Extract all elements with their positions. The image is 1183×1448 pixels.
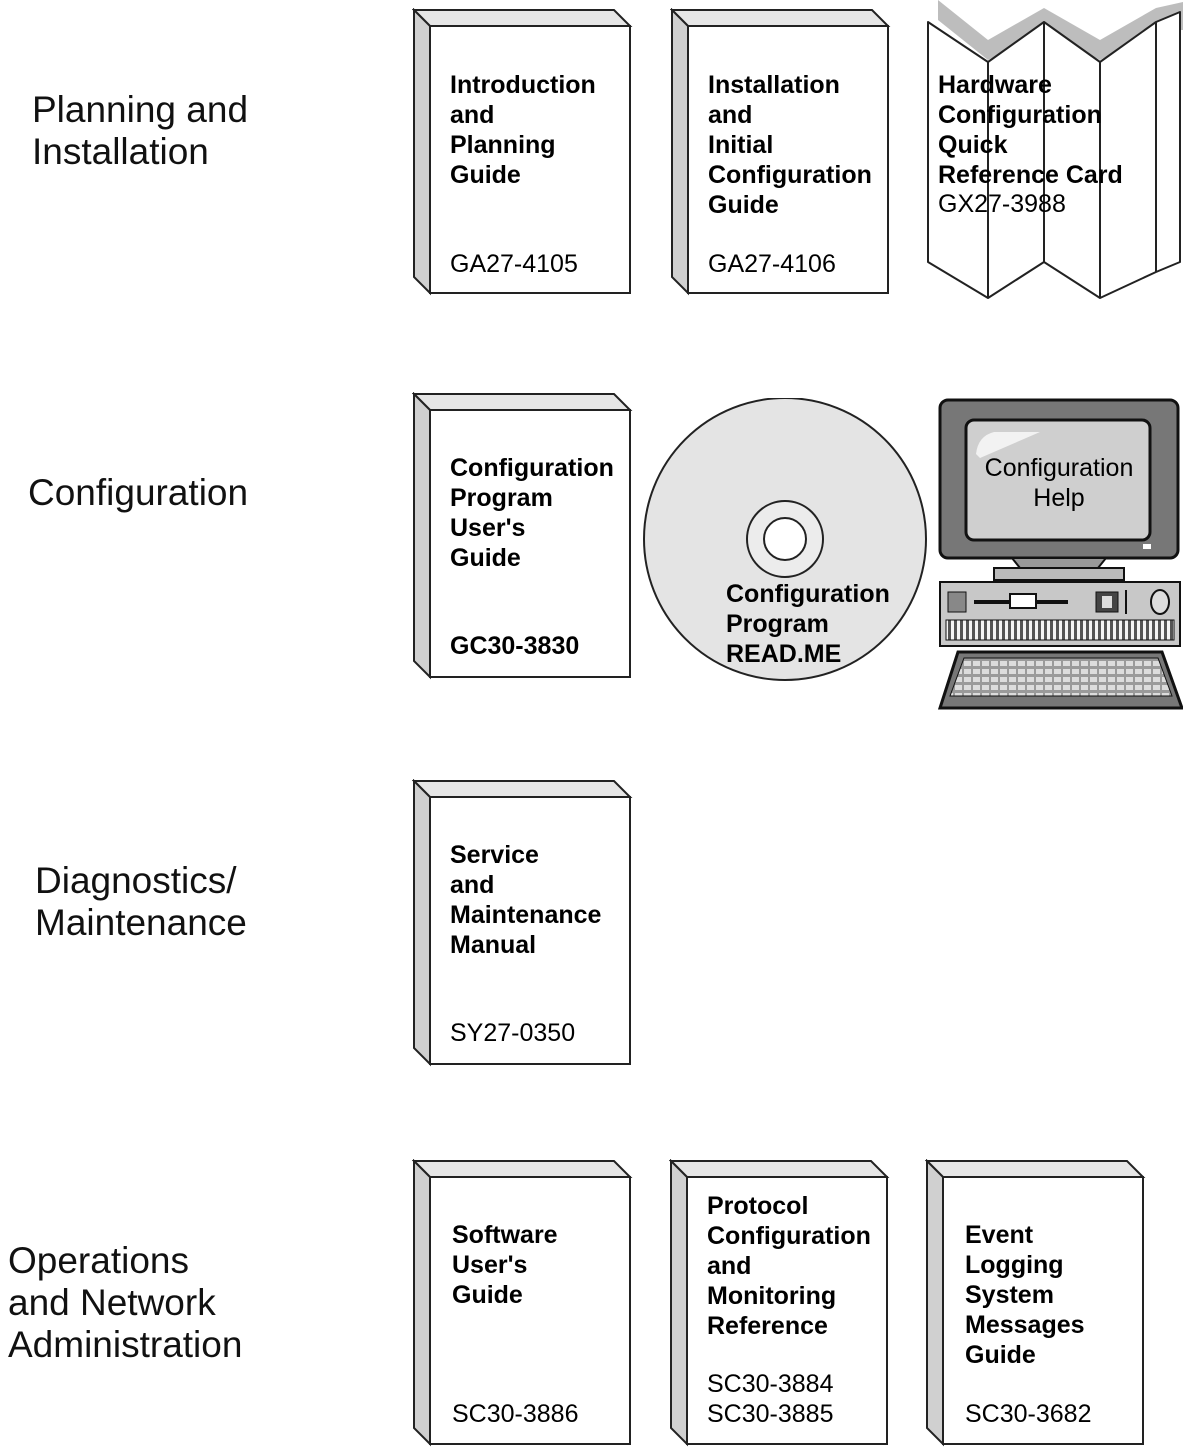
book-icon <box>412 1159 633 1447</box>
section-label-configuration: Configuration <box>28 472 249 513</box>
book-installation-config-guide: Installation and Initial Configuration G… <box>670 8 892 296</box>
book-protocol-config-reference: Protocol Configuration and Monitoring Re… <box>669 1159 891 1447</box>
book-icon <box>412 392 633 680</box>
book-intro-planning-guide: Introduction and Planning Guide GA27-410… <box>412 8 634 296</box>
section-label-operations: Operations and Network Administration <box>8 1240 243 1365</box>
cd-icon <box>643 398 927 681</box>
folded-card-icon <box>927 0 1183 299</box>
book-event-logging-guide: Event Logging System Messages Guide SC30… <box>925 1159 1147 1447</box>
cd-disc: Configuration Program READ.ME <box>642 398 928 684</box>
quick-reference-card: Hardware Configuration Quick Reference C… <box>924 0 1183 302</box>
book-icon <box>412 779 633 1067</box>
book-config-program-users-guide: Configuration Program User's Guide GC30-… <box>412 392 634 680</box>
book-icon <box>670 8 891 296</box>
section-label-diagnostics: Diagnostics/ Maintenance <box>35 860 247 943</box>
section-label-planning: Planning and Installation <box>32 89 249 172</box>
book-icon <box>412 8 633 296</box>
computer-workstation: Configuration Help <box>936 396 1183 714</box>
book-service-maintenance-manual: Service and Maintenance Manual SY27-0350 <box>412 779 634 1067</box>
book-software-users-guide: Software User's Guide SC30-3886 <box>412 1159 634 1447</box>
book-icon <box>669 1159 890 1447</box>
book-icon <box>925 1159 1146 1447</box>
computer-icon <box>937 398 1183 710</box>
